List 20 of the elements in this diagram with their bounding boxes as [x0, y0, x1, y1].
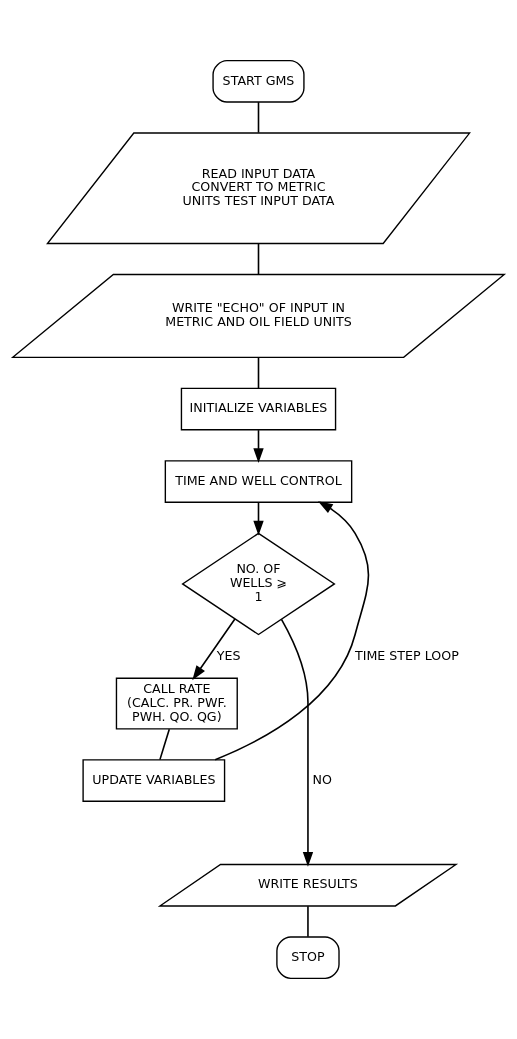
- node-diamond: NO. OF WELLS ⩾ 1: [181, 532, 336, 636]
- arrow: [280, 618, 314, 867]
- node-box: INITIALIZE VARIABLES: [180, 387, 337, 431]
- edge-label: YES: [216, 647, 241, 663]
- arrow: [214, 501, 370, 761]
- connector: [159, 728, 171, 761]
- connector: [307, 905, 309, 938]
- node-box: STOP: [276, 936, 340, 980]
- connector: [257, 242, 260, 276]
- connector: [257, 356, 260, 389]
- connector: [257, 101, 260, 134]
- arrow: [253, 429, 264, 464]
- node-box: TIME AND WELL CONTROL: [164, 460, 353, 503]
- edge-label: TIME STEP LOOP: [354, 647, 459, 663]
- node-box: START GMS: [212, 59, 305, 103]
- arrow: [253, 501, 264, 536]
- node-box: UPDATE VARIABLES: [82, 759, 226, 802]
- arrow: [192, 618, 236, 681]
- node-box: CALL RATE (CALC. PR. PWF. PWH. QO. QG): [115, 677, 238, 730]
- edge-label: NO: [312, 771, 333, 787]
